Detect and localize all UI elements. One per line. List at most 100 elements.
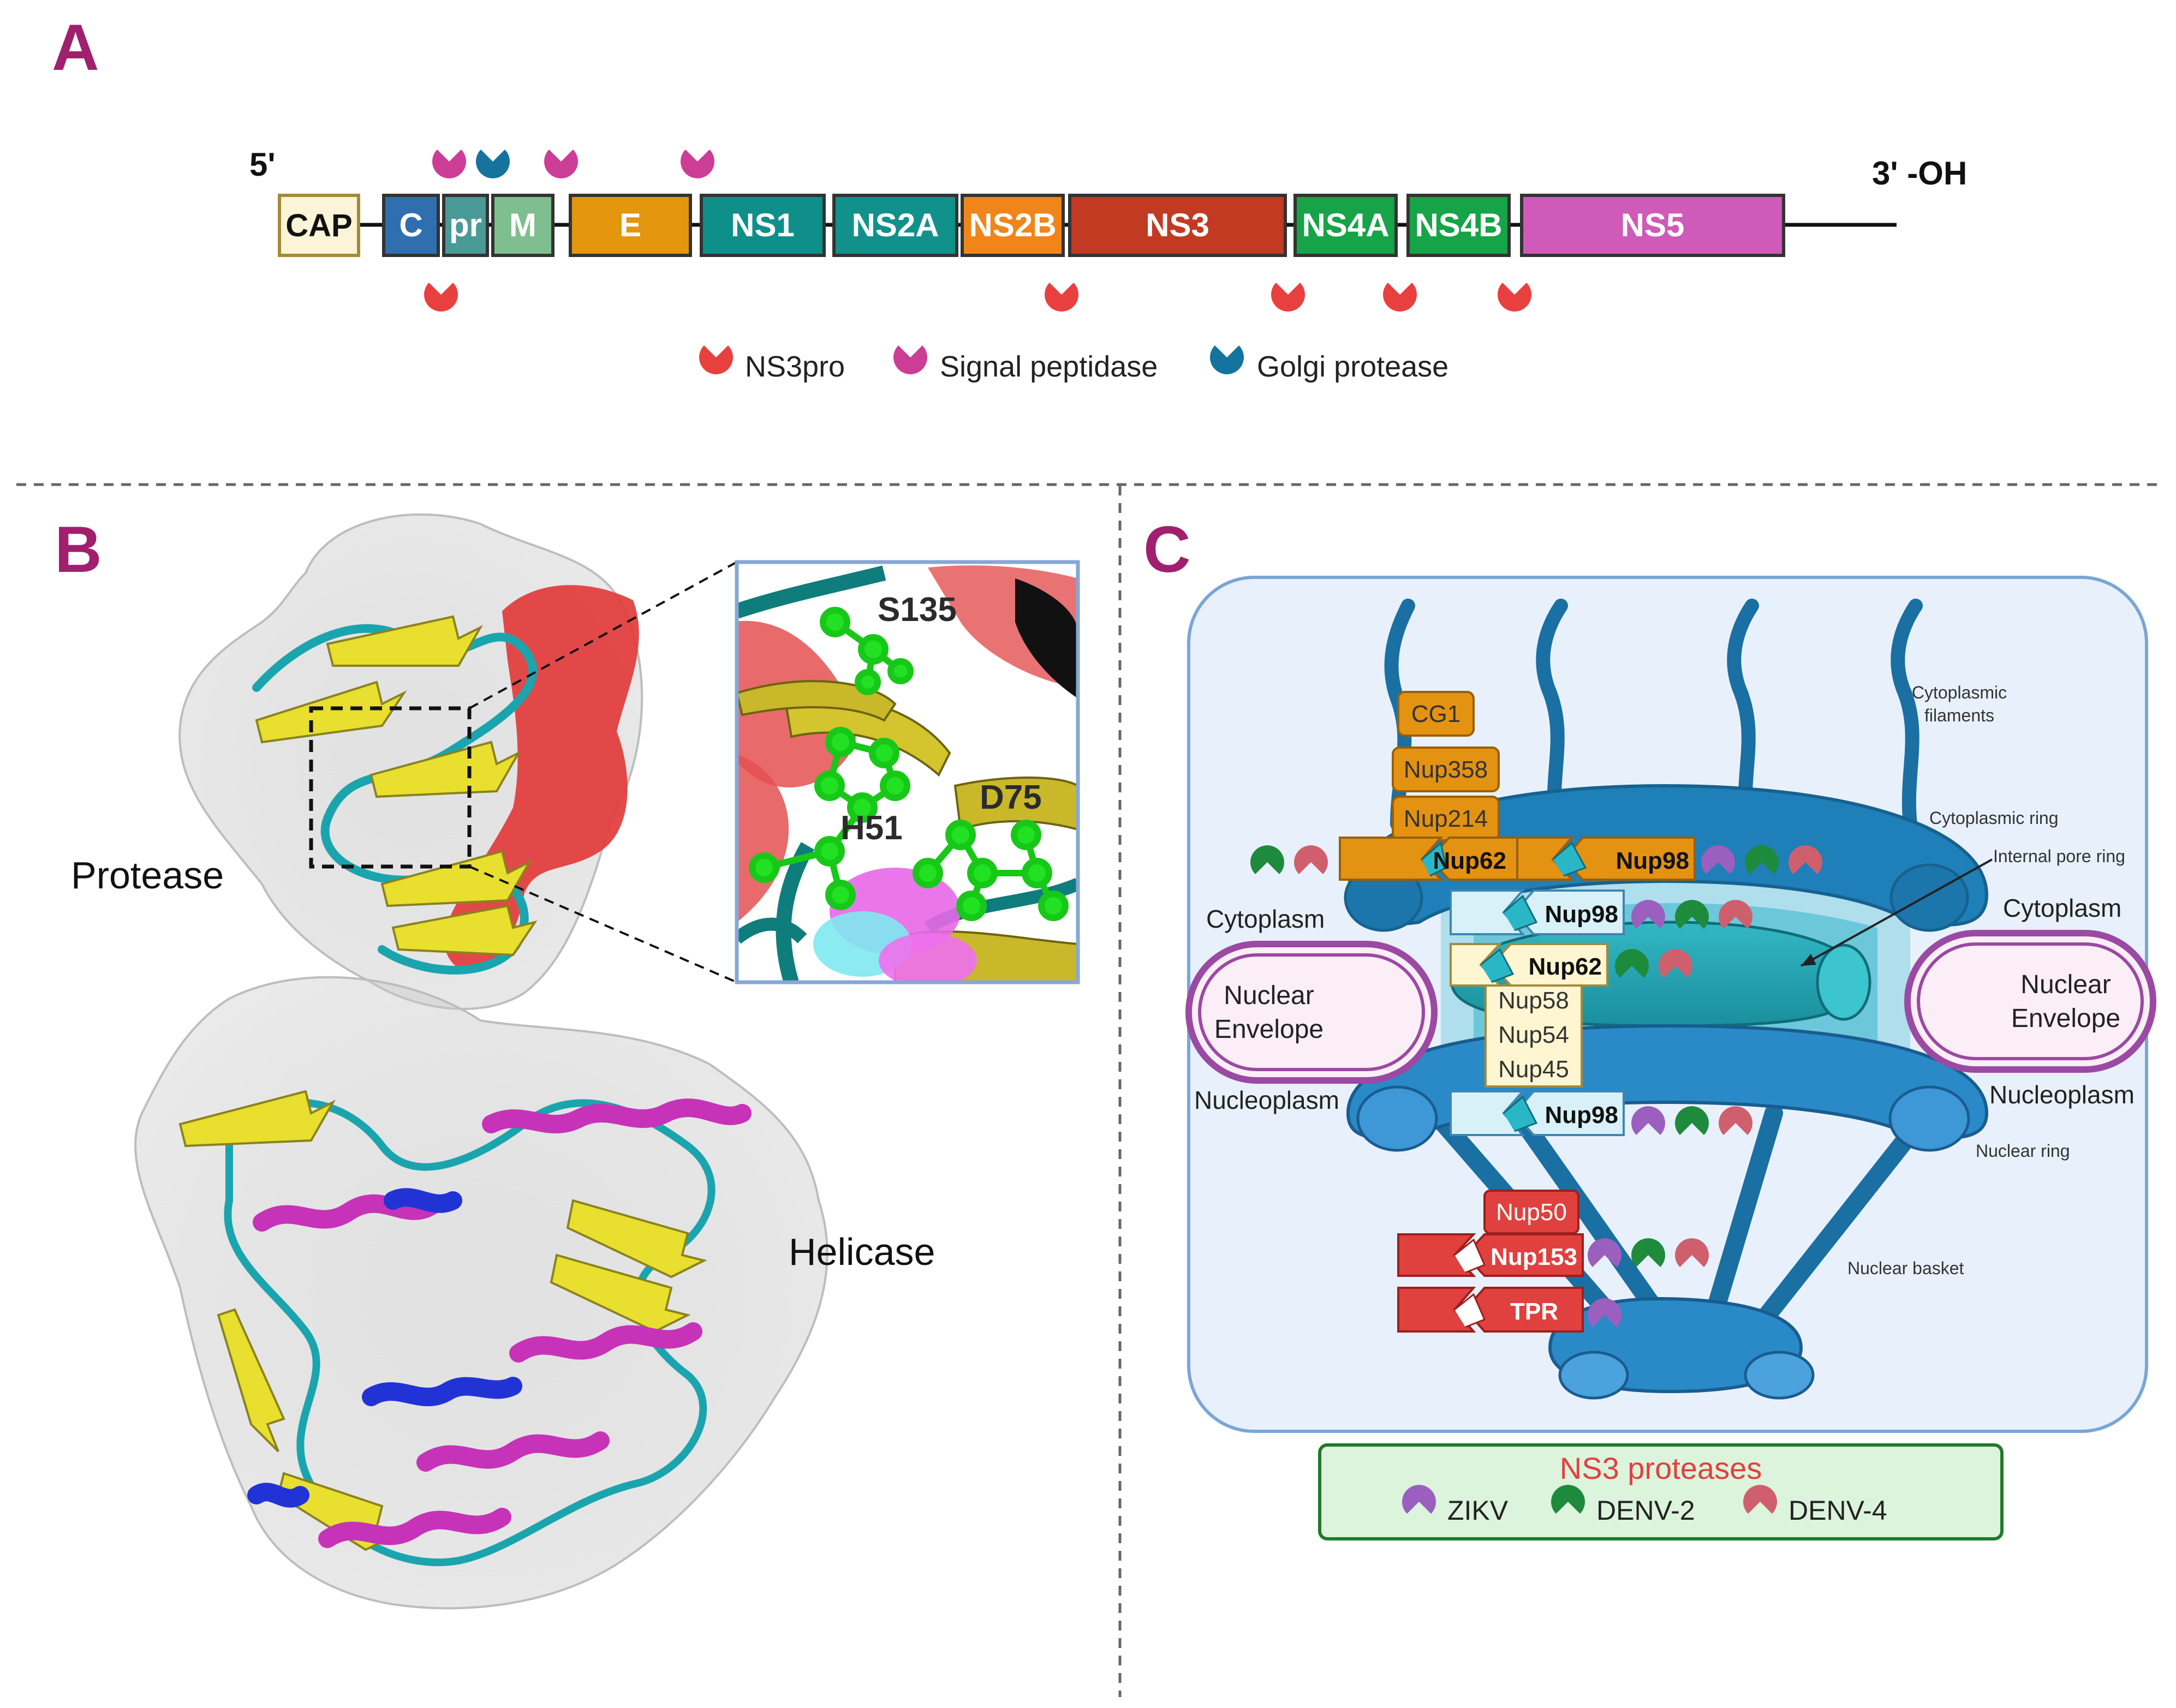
protein-structure: [134, 513, 828, 1610]
zoom-region-box: [309, 706, 472, 869]
nup-358: Nup358: [1404, 756, 1488, 783]
nucleoplasm-left-label: Nucleoplasm: [1194, 1086, 1339, 1114]
gene-label-c: C: [399, 207, 422, 243]
denv2-legend-label: DENV-2: [1596, 1495, 1695, 1526]
gene-label-ns5: NS5: [1621, 207, 1685, 243]
nup-tpr: TPR: [1510, 1298, 1558, 1325]
nup-54: Nup54: [1498, 1022, 1569, 1048]
panel-a-legend: NS3pro Signal peptidase Golgi protease: [699, 345, 1448, 383]
cytoplasm-right-label: Cytoplasm: [2003, 894, 2121, 922]
nup-62-mid: Nup62: [1529, 953, 1602, 980]
tpr-box: TPR: [1397, 1287, 1584, 1333]
panel-a-letter: A: [52, 11, 99, 84]
gene-label-e: E: [619, 207, 641, 243]
gene-m: M: [491, 194, 555, 257]
alpha-helices: [253, 1098, 752, 1548]
internal-pore-ring-pointer: [1801, 858, 1993, 967]
gene-label-ns1: NS1: [731, 207, 795, 243]
gene-label-ns3: NS3: [1146, 207, 1209, 243]
golgi-protease-icon: [476, 150, 510, 178]
nup98-mid-box: Nup98: [1450, 889, 1625, 935]
five-prime-label: 5': [249, 146, 276, 183]
ns3pro-icon: [1271, 283, 1305, 312]
nucleoporins: CG1 Nup358 Nup214 Nup62 Nup98: [1339, 691, 1696, 1333]
gene-label-ns4a: NS4A: [1302, 207, 1389, 243]
nup-98-mid: Nup98: [1545, 901, 1618, 928]
cytoplasmic-ring-right-lobe: [1889, 863, 1969, 932]
nuclear-ring-left-lobe: [1356, 1085, 1438, 1152]
nup98-cyto-box: Nup98: [1516, 837, 1696, 881]
cleavage-sites-top: [432, 150, 714, 178]
nuclear-envelope-right: [1904, 930, 2156, 1073]
gene-ns1: NS1: [700, 194, 826, 257]
gene-c: C: [382, 194, 440, 257]
ns3pro-legend-label: NS3pro: [745, 350, 845, 383]
ns3pro-icon: [1045, 283, 1078, 312]
nuclear-ring-right-lobe: [1888, 1085, 1970, 1152]
gene-ns2b: NS2B: [961, 194, 1065, 257]
residue-label-h51: H51: [840, 809, 903, 847]
cleavage-sites-bottom: [424, 283, 1531, 312]
nup-62-cyto: Nup62: [1433, 847, 1506, 874]
nup-98-nuc: Nup98: [1545, 1102, 1618, 1128]
internal-pore-ring-label: Internal pore ring: [1993, 846, 2125, 866]
nucleoplasm-right-label: Nucleoplasm: [1989, 1080, 2135, 1109]
helicase-label: Helicase: [789, 1231, 935, 1273]
signal-peptidase-icon: [544, 150, 578, 178]
panel-c: C: [1143, 513, 2156, 1540]
three-prime-label: 3' -OH: [1872, 155, 1967, 192]
gene-label-m: M: [509, 207, 536, 243]
nup62-mid-box: Nup62: [1450, 943, 1608, 987]
cytoplasm-left-label: Cytoplasm: [1206, 905, 1325, 933]
panel-b: B: [55, 513, 1080, 1610]
signal-peptidase-icon: [681, 150, 714, 178]
cytoplasmic-ring-label: Cytoplasmic ring: [1929, 808, 2059, 828]
gene-label-ns2b: NS2B: [969, 207, 1056, 243]
signal-peptidase-legend-icon: [893, 345, 927, 374]
gene-label-ns2a: NS2A: [851, 207, 939, 243]
golgi-protease-legend-icon: [1210, 345, 1244, 374]
active-site-inset: S135 H51 D75: [735, 560, 1080, 984]
gene-ns2a: NS2A: [832, 194, 958, 257]
signal-peptidase-icon: [432, 150, 466, 178]
gene-pr: pr: [442, 194, 489, 257]
zoom-guide-top: [469, 561, 737, 709]
ns3-proteases-legend-title: NS3 proteases: [1560, 1451, 1762, 1485]
zikv-legend-label: ZIKV: [1447, 1495, 1509, 1526]
nup98-nuc-box: Nup98: [1450, 1090, 1625, 1136]
gene-cap: CAP: [278, 194, 360, 257]
nup-214: Nup214: [1404, 805, 1488, 832]
nup-58: Nup58: [1498, 987, 1569, 1014]
nuclear-envelope-left: [1185, 941, 1438, 1084]
ns3pro-icon: [424, 283, 458, 312]
gene-label-ns4b: NS4B: [1415, 207, 1502, 243]
nup-50: Nup50: [1496, 1199, 1567, 1226]
gene-label-pr: pr: [449, 207, 482, 243]
nup-153: Nup153: [1491, 1244, 1577, 1270]
internal-pore-ring-end: [1816, 943, 1871, 1021]
gene-ns4b: NS4B: [1406, 194, 1511, 257]
blue-helices: [247, 1188, 522, 1508]
gene-e: E: [569, 194, 692, 257]
helicase-surface: [134, 976, 828, 1610]
panel-b-letter: B: [55, 513, 102, 586]
internal-pore-ring-arrowhead: [1801, 954, 1816, 966]
nup62-cyto-box: Nup62: [1339, 837, 1518, 881]
residue-label-d75: D75: [980, 779, 1042, 816]
ns3pro-icon: [1498, 283, 1531, 312]
beta-strands: [178, 615, 707, 1551]
nup-45: Nup45: [1498, 1056, 1569, 1083]
nuclear-ring-label: Nuclear ring: [1976, 1141, 2070, 1161]
ns3-proteases-legend: NS3 proteases ZIKV DENV-2 DENV-4: [1318, 1443, 2004, 1540]
gene-ns3: NS3: [1068, 194, 1287, 257]
gene-ns4a: NS4A: [1293, 194, 1398, 257]
ns3pro-icon: [1383, 283, 1417, 312]
nup-cg1: CG1: [1411, 701, 1460, 727]
denv4-legend-label: DENV-4: [1789, 1495, 1887, 1526]
nuclear-basket-label: Nuclear basket: [1847, 1258, 1964, 1278]
